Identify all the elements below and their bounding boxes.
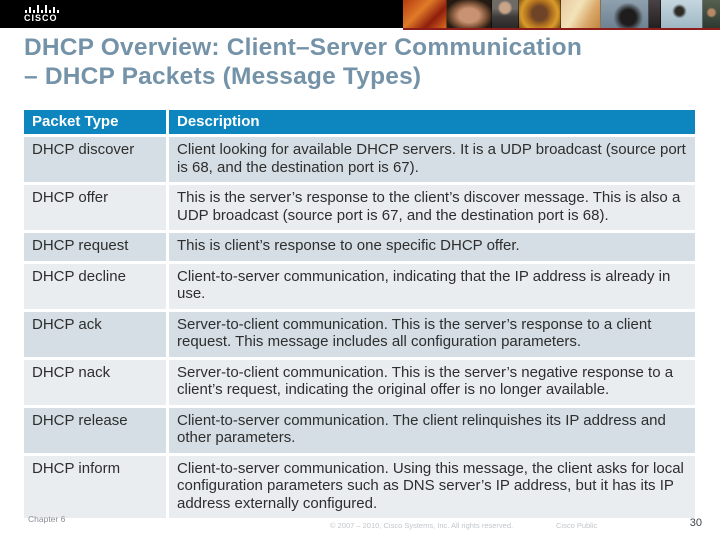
- photo-collage-segment: [403, 0, 447, 28]
- description-cell: This is client’s response to one specifi…: [169, 233, 695, 261]
- chapter-label: Chapter 6: [28, 514, 66, 524]
- photo-collage-segment: [447, 0, 492, 28]
- packet-type-cell: DHCP request: [24, 233, 166, 261]
- table-row: DHCP offer This is the server’s response…: [24, 185, 695, 230]
- packet-type-cell: DHCP discover: [24, 137, 166, 182]
- packet-type-cell: DHCP offer: [24, 185, 166, 230]
- photo-collage-segment: [649, 0, 661, 28]
- photo-collage-segment: [519, 0, 561, 28]
- table-row: DHCP release Client-to-server communicat…: [24, 407, 695, 453]
- description-cell: Server-to-client communication. This is …: [169, 311, 695, 357]
- packet-type-cell: DHCP decline: [24, 263, 166, 309]
- page-title-line2: – DHCP Packets (Message Types): [24, 63, 422, 90]
- column-header-description: Description: [169, 110, 695, 134]
- classification-label: Cisco Public: [556, 521, 598, 530]
- description-cell: Client-to-server communication, indicati…: [169, 263, 695, 309]
- page-title: DHCP Overview: Client–Server Communicati…: [24, 33, 696, 91]
- table-row: DHCP decline Client-to-server communicat…: [24, 263, 695, 309]
- table-row: DHCP request This is client’s response t…: [24, 233, 695, 261]
- table-header-row: Packet Type Description: [24, 110, 695, 134]
- table-row: DHCP nack Server-to-client communication…: [24, 359, 695, 405]
- page-title-line1: DHCP Overview: Client–Server Communicati…: [24, 34, 582, 61]
- description-cell: Client-to-server communication. The clie…: [169, 407, 695, 453]
- cisco-logo: CISCO: [24, 4, 84, 23]
- description-cell: Client-to-server communication. Using th…: [169, 455, 695, 518]
- photo-collage-segment: [661, 0, 703, 28]
- dhcp-packet-table: Packet Type Description DHCP discover Cl…: [21, 107, 698, 521]
- photo-collage-segment: [492, 0, 519, 28]
- packet-type-cell: DHCP nack: [24, 359, 166, 405]
- photo-collage-segment: [561, 0, 601, 28]
- packet-type-cell: DHCP release: [24, 407, 166, 453]
- table-row: DHCP ack Server-to-client communication.…: [24, 311, 695, 357]
- packet-type-cell: DHCP inform: [24, 455, 166, 518]
- table-row: DHCP inform Client-to-server communicati…: [24, 455, 695, 518]
- page-number: 30: [689, 517, 702, 529]
- description-cell: Client looking for available DHCP server…: [169, 137, 695, 182]
- cisco-logo-bars-icon: [25, 4, 84, 13]
- description-cell: Server-to-client communication. This is …: [169, 359, 695, 405]
- column-header-packet-type: Packet Type: [24, 110, 166, 134]
- packet-type-cell: DHCP ack: [24, 311, 166, 357]
- cisco-logo-text: CISCO: [24, 13, 58, 23]
- description-cell: This is the server’s response to the cli…: [169, 185, 695, 230]
- copyright-text: © 2007 – 2010, Cisco Systems, Inc. All r…: [330, 521, 514, 530]
- photo-collage-segment: [703, 0, 720, 28]
- table-row: DHCP discover Client looking for availab…: [24, 137, 695, 182]
- red-accent-line: [403, 28, 720, 30]
- photo-collage-segment: [601, 0, 649, 28]
- photo-collage: [403, 0, 720, 28]
